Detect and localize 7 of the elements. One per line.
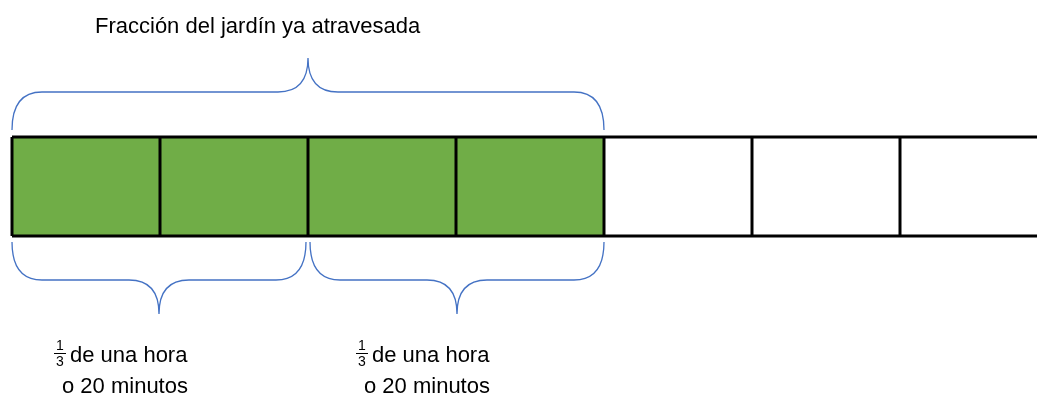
time-label: de una hora bbox=[70, 341, 188, 369]
time-label: de una hora bbox=[372, 341, 490, 369]
time-label: o 20 minutos bbox=[62, 372, 188, 400]
title: Fracción del jardín ya atravesada bbox=[95, 12, 421, 40]
fraction: 1 3 bbox=[54, 338, 66, 369]
fraction: 1 3 bbox=[356, 338, 368, 369]
time-label: o 20 minutos bbox=[364, 372, 490, 400]
